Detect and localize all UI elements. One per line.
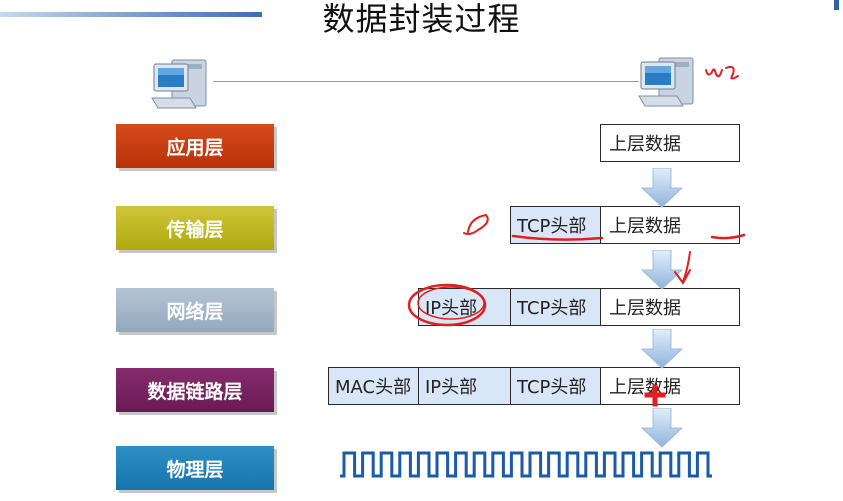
layer-network: 网络层: [116, 288, 274, 332]
page-title: 数据封装过程: [322, 0, 521, 38]
ip-header-cell: IP头部: [418, 288, 511, 326]
down-arrow-icon: [641, 329, 683, 369]
corner-accent: [834, 0, 839, 10]
upper-data-cell: 上层数据: [600, 124, 740, 162]
down-arrow-icon: [641, 250, 683, 290]
computer-icon: [638, 57, 694, 107]
computer-icon: [151, 59, 207, 109]
physical-signal-waveform: [340, 451, 712, 478]
down-arrow-icon: [641, 408, 683, 448]
upper-data-cell: 上层数据: [600, 367, 740, 405]
layer-physical: 物理层: [116, 446, 274, 490]
down-arrow-icon: [641, 168, 683, 208]
layer-application: 应用层: [116, 124, 274, 168]
layer-transport: 传输层: [116, 206, 274, 250]
upper-data-cell: 上层数据: [600, 288, 740, 326]
tcp-header-cell: TCP头部: [510, 367, 601, 405]
title-accent-bar: [0, 12, 262, 17]
network-link-line: [213, 81, 639, 82]
layer-datalink: 数据链路层: [116, 368, 274, 412]
mac-header-cell: MAC头部: [328, 367, 419, 405]
